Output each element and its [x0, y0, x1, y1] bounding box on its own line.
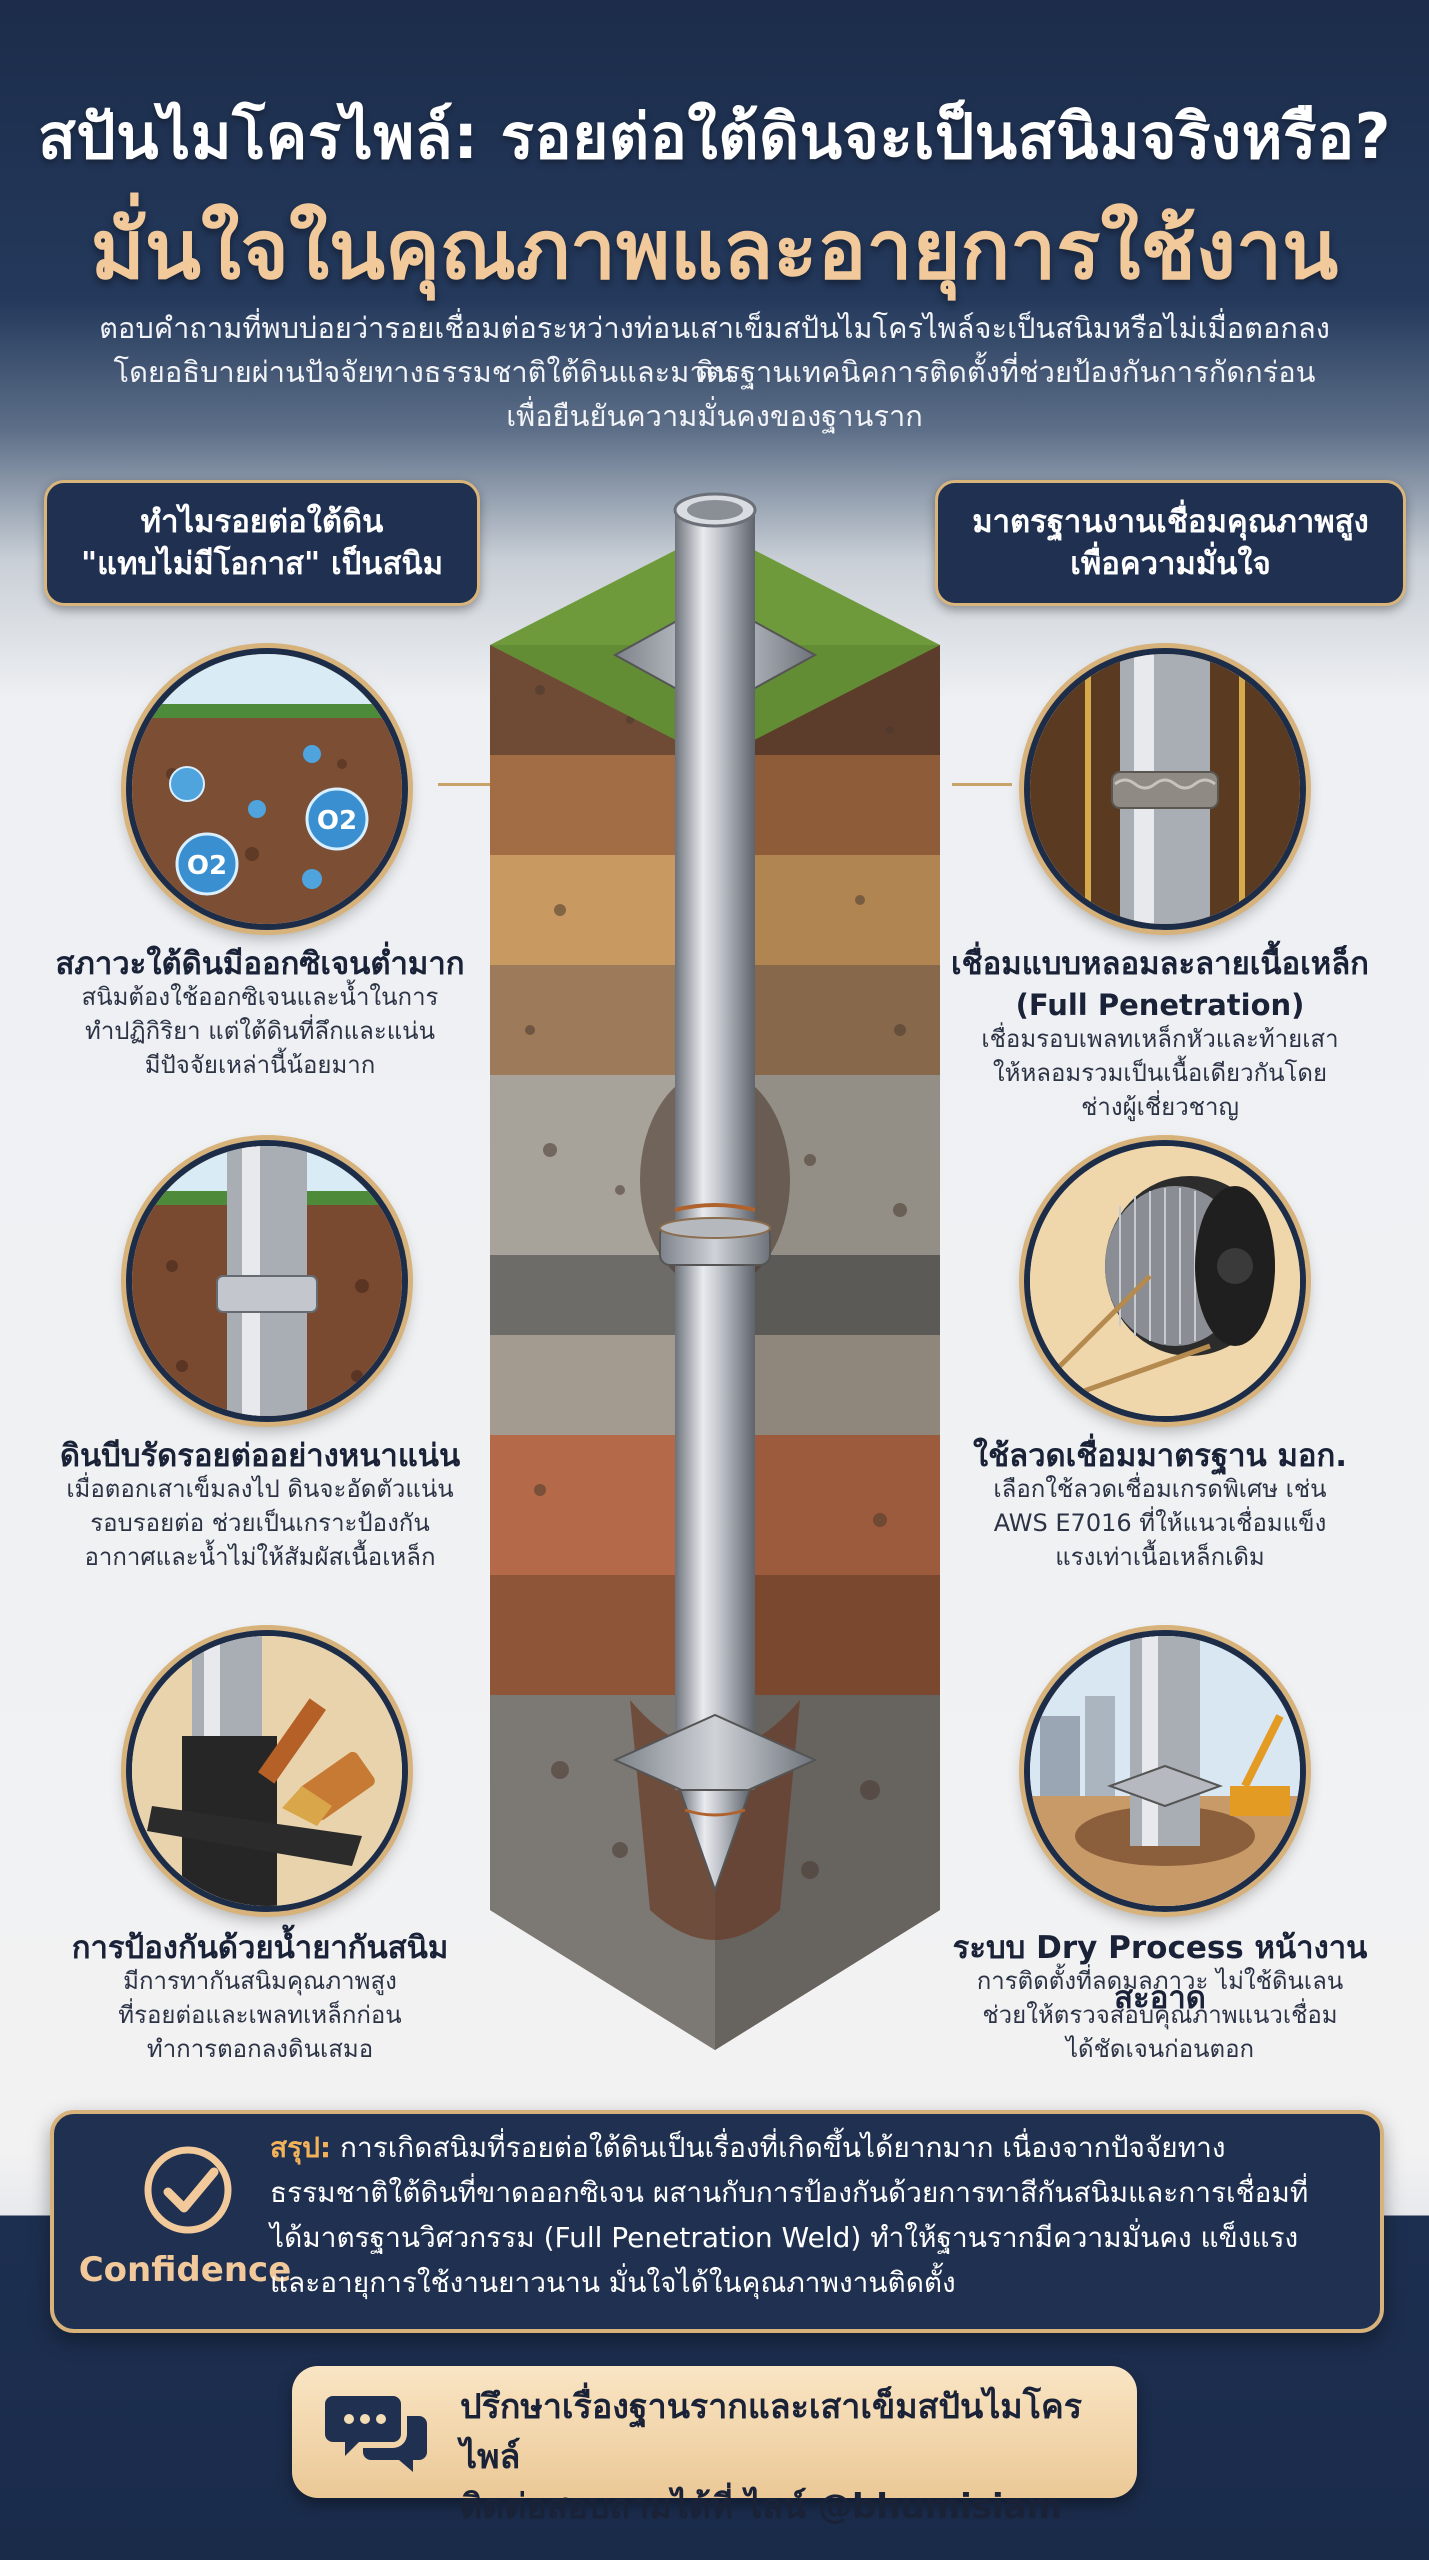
- contact-line2-prefix: ติดต่อสอบถามได้ที่: [460, 2487, 745, 2527]
- right-section-title: มาตรฐานงานเชื่อมคุณภาพสูง เพื่อความมั่นใ…: [935, 480, 1406, 606]
- left-feature-2-desc-line1: เมื่อตอกเสาเข็มลงไป ดินจะอัดตัวแน่น: [66, 1475, 454, 1503]
- left-feature-1-title: สภาวะใต้ดินมีออกซิเจนต่ำมาก: [55, 946, 465, 982]
- anti-rust-coating-icon: [126, 1630, 408, 1912]
- left-feature-2-title: ดินบีบรัดรอยต่ออย่างหนาแน่น: [59, 1438, 461, 1474]
- left-feature-3-desc-line1: มีการทากันสนิมคุณภาพสูง: [123, 1967, 397, 1995]
- right-feature-1-desc: เชื่อมรอบเพลทเหล็กหัวและท้ายเสา ให้หลอมร…: [935, 1022, 1385, 1124]
- welding-wire-spool-icon: [1024, 1140, 1306, 1422]
- intro-line-2: โดยอธิบายผ่านปัจจัยทางธรรมชาติใต้ดินและม…: [113, 355, 1316, 389]
- right-feature-3-desc-line1: การติดตั้งที่ลดมลภาวะ ไม่ใช้ดินเลน: [976, 1967, 1344, 1995]
- contact-banner[interactable]: [292, 2366, 1137, 2498]
- right-feature-2-title: ใช้ลวดเชื่อมมาตรฐาน มอก.: [972, 1438, 1348, 1474]
- right-feature-3-desc-line2: ช่วยให้ตรวจสอบคุณภาพแนวเชื่อม: [982, 2001, 1338, 2029]
- o2-bubble-label-1: O2: [187, 851, 227, 881]
- soil-compaction-icon: [126, 1140, 408, 1422]
- page-subtitle: มั่นใจในคุณภาพและอายุการใช้งาน: [90, 203, 1339, 298]
- left-feature-3-desc-line2: ที่รอยต่อและเพลทเหล็กก่อน: [118, 2001, 402, 2029]
- intro-line-1: ตอบคำถามที่พบบ่อยว่ารอยเชื่อมต่อระหว่างท…: [99, 311, 1330, 389]
- right-feature-3-title: ระบบ Dry Process หน้างานสะอาด: [952, 1930, 1368, 2016]
- left-section-title-line2: "แทบไม่มีโอกาส" เป็นสนิม: [80, 546, 444, 582]
- right-feature-2-desc-line2: AWS E7016 ที่ให้แนวเชื่อมแข็ง: [993, 1509, 1327, 1537]
- summary-line2: ธรรมชาติใต้ดินที่ขาดออกซิเจน ผสานกับการป…: [270, 2176, 1309, 2209]
- left-feature-1-desc-line1: สนิมต้องใช้ออกซิเจนและน้ำในการ: [81, 983, 439, 1011]
- low-oxygen-soil-icon: O2 O2: [126, 648, 408, 930]
- micropile-soil-cross-section-illustration: [490, 492, 940, 2050]
- right-feature-1-desc-line2: ให้หลอมรวมเป็นเนื้อเดียวกันโดย: [992, 1059, 1328, 1087]
- right-feature-3-desc: การติดตั้งที่ลดมลภาวะ ไม่ใช้ดินเลน ช่วยใ…: [935, 1964, 1385, 2066]
- right-feature-2-desc-line3: แรงเท่าเนื้อเหล็กเดิม: [1055, 1543, 1265, 1571]
- right-feature-1-desc-line3: ช่างผู้เชี่ยวชาญ: [1081, 1093, 1239, 1121]
- confidence-check-icon: [144, 2146, 232, 2234]
- right-feature-3-desc-line3: ได้ชัดเจนก่อนตอก: [1065, 2035, 1255, 2063]
- summary-line4: และอายุการใช้งานยาวนาน มั่นใจได้ในคุณภาพ…: [270, 2266, 956, 2299]
- full-penetration-weld-icon: [1024, 648, 1306, 930]
- page-title: สปันไมโครไพล์: รอยต่อใต้ดินจะเป็นสนิมจริ…: [37, 100, 1392, 173]
- left-connector-line: [438, 783, 494, 786]
- right-feature-1-title: เชื่อมแบบหลอมละลายเนื้อเหล็ก (Full Penet…: [935, 938, 1385, 1022]
- left-feature-3-title: การป้องกันด้วยน้ำยากันสนิม: [71, 1930, 449, 1966]
- right-feature-2-desc: เลือกใช้ลวดเชื่อมเกรดพิเศษ เช่น AWS E701…: [935, 1472, 1385, 1574]
- line-handle-link[interactable]: ไลน์ @bhumisiam: [744, 2487, 1063, 2527]
- chat-bubbles-icon: [325, 2396, 427, 2472]
- left-feature-1-desc-line2: ทำปฏิกิริยา แต่ใต้ดินที่ลึกและแน่น: [85, 1017, 435, 1045]
- contact-text: ปรึกษาเรื่องฐานรากและเสาเข็มสปันไมโครไพล…: [460, 2382, 1120, 2532]
- right-feature-1-title-line1: เชื่อมแบบหลอมละลายเนื้อเหล็ก: [951, 946, 1369, 982]
- left-feature-2-desc-line2: รอบรอยต่อ ช่วยเป็นเกราะป้องกัน: [90, 1509, 430, 1537]
- left-feature-2-desc-line3: อากาศและน้ำไม่ให้สัมผัสเนื้อเหล็ก: [84, 1543, 436, 1571]
- contact-line1: ปรึกษาเรื่องฐานรากและเสาเข็มสปันไมโครไพล…: [460, 2387, 1082, 2477]
- left-feature-1-desc-line3: มีปัจจัยเหล่านี้น้อยมาก: [144, 1051, 376, 1079]
- summary-panel: [50, 2110, 1384, 2333]
- right-section-title-line2: เพื่อความมั่นใจ: [1070, 546, 1271, 582]
- summary-text: สรุป: การเกิดสนิมที่รอยต่อใต้ดินเป็นเรื่…: [270, 2125, 1350, 2305]
- left-section-title-line1: ทำไมรอยต่อใต้ดิน: [140, 504, 384, 540]
- confidence-label: Confidence: [78, 2250, 292, 2290]
- right-section-title-line1: มาตรฐานงานเชื่อมคุณภาพสูง: [972, 504, 1369, 540]
- left-section-title: ทำไมรอยต่อใต้ดิน "แทบไม่มีโอกาส" เป็นสนิ…: [44, 480, 480, 606]
- summary-label: สรุป:: [270, 2131, 332, 2164]
- left-feature-2-desc: เมื่อตอกเสาเข็มลงไป ดินจะอัดตัวแน่น รอบร…: [30, 1472, 490, 1574]
- left-feature-3-desc-line3: ทำการตอกลงดินเสมอ: [146, 2035, 374, 2063]
- intro-line-3: เพื่อยืนยันความมั่นคงของฐานราก: [506, 399, 923, 433]
- o2-bubble-label-2: O2: [317, 806, 357, 836]
- left-feature-3-desc: มีการทากันสนิมคุณภาพสูง ที่รอยต่อและเพลท…: [30, 1964, 490, 2066]
- right-connector-line: [952, 783, 1012, 786]
- right-feature-1-desc-line1: เชื่อมรอบเพลทเหล็กหัวและท้ายเสา: [981, 1025, 1339, 1053]
- left-feature-1-desc: สนิมต้องใช้ออกซิเจนและน้ำในการ ทำปฏิกิริ…: [30, 980, 490, 1082]
- right-feature-1-title-line2: (Full Penetration): [1015, 988, 1305, 1022]
- summary-line1: การเกิดสนิมที่รอยต่อใต้ดินเป็นเรื่องที่เ…: [340, 2131, 1226, 2164]
- summary-line3: ได้มาตรฐานวิศวกรรม (Full Penetration Wel…: [270, 2221, 1299, 2254]
- right-feature-2-desc-line1: เลือกใช้ลวดเชื่อมเกรดพิเศษ เช่น: [993, 1475, 1327, 1503]
- dry-process-site-icon: [1024, 1630, 1306, 1912]
